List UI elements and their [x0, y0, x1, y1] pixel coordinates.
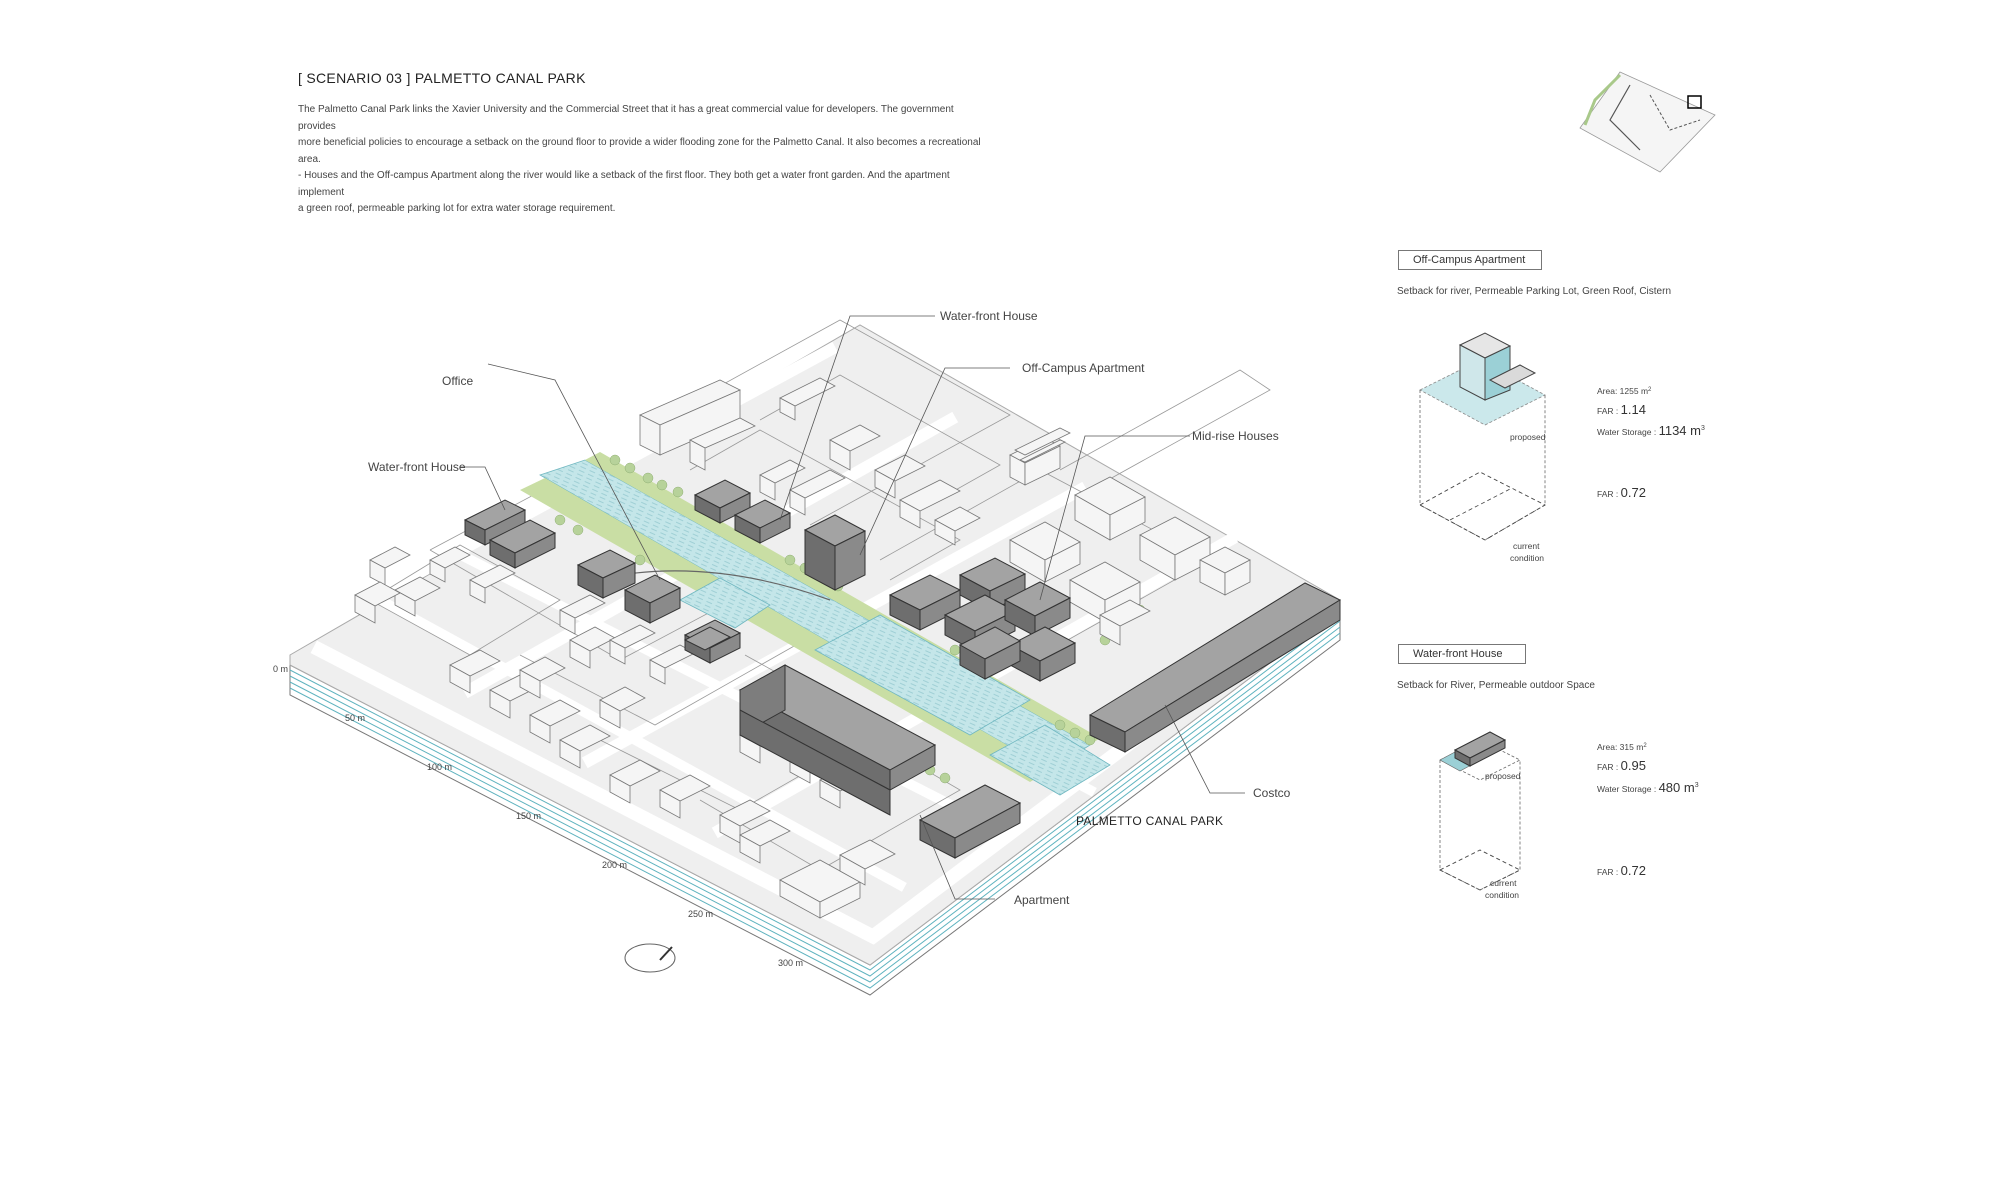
waterfront-current-far: FAR : 0.72 [1597, 863, 1646, 878]
description-line: more beneficial policies to encourage a … [298, 137, 981, 165]
page-title: [ SCENARIO 03 ] PALMETTO CANAL PARK [298, 70, 586, 86]
waterfront-condition: condition [1485, 890, 1519, 900]
site-model: Water-front House Office Off-Campus Apar… [273, 309, 1342, 996]
offcampus-current: current [1513, 541, 1540, 551]
offcampus-condition: condition [1510, 553, 1544, 563]
panel-waterfront-drawing [1438, 731, 1522, 891]
scale-label: 250 m [688, 909, 713, 919]
waterfront-storage: Water Storage : 480 m3 [1597, 780, 1699, 795]
callout-office: Office [442, 374, 473, 388]
waterfront-proposed: proposed [1485, 771, 1521, 781]
offcampus-area: Area: 1255 m2 [1597, 386, 1652, 396]
offcampus-proposed: proposed [1510, 432, 1546, 442]
waterfront-area: Area: 315 m2 [1597, 742, 1647, 752]
focus-buildings [463, 479, 1342, 859]
scale-label: 200 m [602, 860, 627, 870]
waterfront-current: current [1490, 878, 1517, 888]
description-line: a green roof, permeable parking lot for … [298, 203, 616, 214]
scale-label: 150 m [516, 811, 541, 821]
panel-offcampus-subtitle: Setback for river, Permeable Parking Lot… [1397, 286, 1672, 297]
scale-label: 50 m [345, 713, 365, 723]
callout-costco: Costco [1253, 786, 1291, 800]
waterfront-far: FAR : 0.95 [1597, 758, 1646, 773]
callout-apartment: Apartment [1014, 893, 1070, 907]
panel-offcampus-drawing [1419, 332, 1546, 541]
description-line: The Palmetto Canal Park links the Xavier… [298, 104, 954, 132]
scale-label: 300 m [778, 958, 803, 968]
description-line: - Houses and the Off-campus Apartment al… [298, 170, 950, 198]
panel-offcampus-title: Off-Campus Apartment [1398, 250, 1542, 270]
park-name: PALMETTO CANAL PARK [1076, 814, 1223, 828]
key-map [1579, 71, 1716, 173]
callout-waterfront-house-top: Water-front House [940, 309, 1038, 323]
canal-pond [814, 614, 1031, 736]
callout-waterfront-house-left: Water-front House [368, 460, 466, 474]
context-buildings [354, 377, 1251, 919]
leader-lines [460, 315, 1245, 900]
base-layer-lines [289, 614, 1341, 989]
north-arrow-icon [624, 943, 676, 973]
panel-waterfront-subtitle: Setback for River, Permeable outdoor Spa… [1397, 680, 1595, 691]
offcampus-current-far: FAR : 0.72 [1597, 485, 1646, 500]
panel-waterfront-title: Water-front House [1398, 644, 1526, 664]
callout-offcampus-apartment: Off-Campus Apartment [1022, 361, 1145, 375]
canal-pond-3 [679, 577, 771, 629]
description: The Palmetto Canal Park links the Xavier… [298, 102, 988, 218]
canal-pond-2 [989, 724, 1111, 796]
offcampus-storage: Water Storage : 1134 m3 [1597, 423, 1705, 438]
callout-midrise-houses: Mid-rise Houses [1192, 429, 1279, 443]
footbridge [619, 570, 831, 601]
scale-label: 100 m [427, 762, 452, 772]
scale-label: 0 m [273, 664, 288, 674]
offcampus-far: FAR : 1.14 [1597, 402, 1646, 417]
